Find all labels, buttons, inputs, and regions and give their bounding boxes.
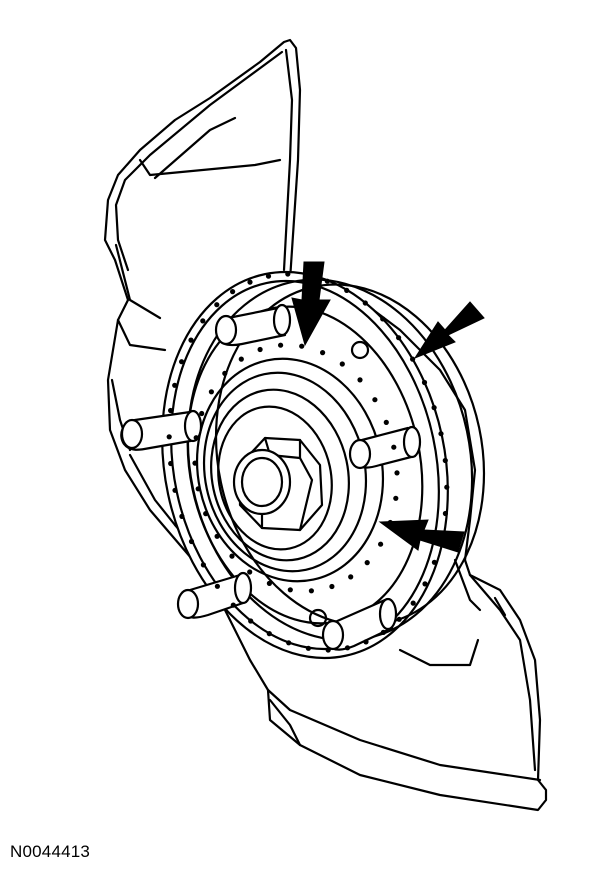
inspection-dot xyxy=(179,359,185,365)
inspection-dot xyxy=(344,287,350,293)
inspection-dot xyxy=(287,587,293,593)
inspection-dot xyxy=(222,370,228,376)
inspection-dot xyxy=(410,356,416,362)
inspection-dots xyxy=(166,271,450,653)
inspection-dot xyxy=(344,645,351,651)
inspection-dot xyxy=(308,588,314,594)
inspection-dot xyxy=(383,419,389,425)
inspection-dot xyxy=(214,302,220,308)
inspection-dot xyxy=(247,279,253,285)
arrow-right-lower xyxy=(378,519,465,553)
inspection-dot xyxy=(438,431,444,437)
inspection-dot xyxy=(214,533,220,539)
inspection-dot xyxy=(248,618,254,624)
inspection-dot xyxy=(199,410,205,417)
inspection-dot xyxy=(348,574,354,580)
wheel-stud xyxy=(321,597,398,651)
wheel-stud xyxy=(214,303,292,347)
inspection-dot xyxy=(193,435,199,441)
inspection-dot xyxy=(230,602,236,608)
inspection-dot xyxy=(324,278,330,284)
arrow-top xyxy=(291,261,331,347)
inspection-dot xyxy=(305,645,311,651)
inspection-dot xyxy=(396,616,402,622)
inspection-dot xyxy=(393,495,399,501)
inspection-dot xyxy=(299,343,305,349)
inspection-dot xyxy=(396,335,402,341)
inspection-dot xyxy=(320,350,326,356)
inspection-dot xyxy=(444,484,450,490)
inspection-dot xyxy=(410,600,416,606)
inspection-dot xyxy=(172,382,178,388)
inspection-dot xyxy=(195,486,201,492)
arrow-right-upper xyxy=(413,301,485,360)
inspection-dot xyxy=(200,318,206,324)
inspection-dot xyxy=(285,271,291,277)
inspection-dot xyxy=(214,583,220,589)
inspection-dot xyxy=(357,377,363,383)
inspection-dot xyxy=(257,346,263,353)
indicator-arrows xyxy=(291,261,485,553)
inspection-dot xyxy=(380,629,386,636)
inspection-dot xyxy=(378,541,384,547)
inspection-dot xyxy=(278,342,284,348)
inspection-dot xyxy=(203,510,209,517)
inspection-dot xyxy=(422,581,428,587)
inspection-dot xyxy=(238,356,244,362)
inspection-dot xyxy=(421,379,428,386)
wheel-stud xyxy=(348,425,422,470)
wheel-studs xyxy=(120,303,422,651)
inspection-dot xyxy=(265,273,272,279)
inspection-dot xyxy=(442,457,448,464)
inspection-dot xyxy=(172,487,178,493)
inspection-dot xyxy=(229,553,235,559)
inspection-dot xyxy=(372,397,378,403)
inspection-dot xyxy=(364,560,370,566)
inspection-dot xyxy=(363,639,369,645)
inspection-dot xyxy=(247,569,253,575)
inspection-dot xyxy=(394,470,400,476)
inspection-dot xyxy=(266,580,272,587)
inspection-dot xyxy=(266,631,272,637)
inspection-dot xyxy=(325,647,331,653)
inspection-dot xyxy=(200,562,206,568)
wheel-stud xyxy=(176,571,253,620)
inspection-dot xyxy=(179,513,185,520)
inspection-dot xyxy=(442,510,448,517)
inspection-dot xyxy=(391,444,397,450)
inspection-dot xyxy=(339,361,345,367)
inspection-dot xyxy=(168,460,174,467)
inspection-dot xyxy=(362,300,368,306)
inspection-dot xyxy=(188,337,194,343)
inspection-dot xyxy=(188,538,195,545)
hub-nut xyxy=(232,436,324,532)
inspection-dot xyxy=(329,583,335,590)
inspection-dot xyxy=(166,434,172,440)
dust-shield xyxy=(103,38,548,812)
inspection-dot xyxy=(286,640,292,646)
inspection-dot xyxy=(380,316,386,322)
inspection-dot xyxy=(168,407,174,414)
wheel-stud xyxy=(120,409,203,451)
inspection-dot xyxy=(431,405,437,411)
figure-id-label: N0044413 xyxy=(10,842,91,861)
inspection-dot xyxy=(192,460,198,466)
inspection-dot xyxy=(208,389,214,395)
inspection-dot xyxy=(230,289,236,295)
inspection-dot xyxy=(431,559,437,565)
